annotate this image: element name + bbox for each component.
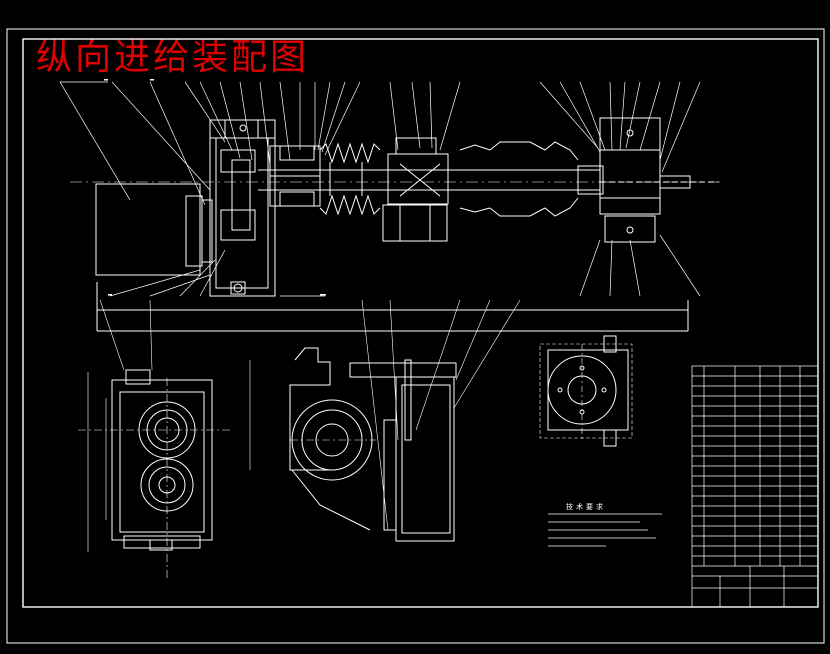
part-number-marks — [104, 79, 326, 296]
section-b-b-view — [249, 299, 521, 542]
bearing-support-view — [539, 335, 633, 447]
technical-notes — [548, 513, 662, 547]
outer-frame — [6, 28, 825, 644]
main-assembly-view — [70, 117, 720, 332]
part-leader-lines — [59, 81, 701, 297]
inner-frame — [22, 38, 819, 608]
drawing-title: 纵向进给装配图 — [36, 37, 310, 78]
section-a-a-view — [78, 299, 230, 580]
technical-requirements-heading: 技术要求 — [566, 503, 606, 511]
title-block — [691, 365, 819, 608]
